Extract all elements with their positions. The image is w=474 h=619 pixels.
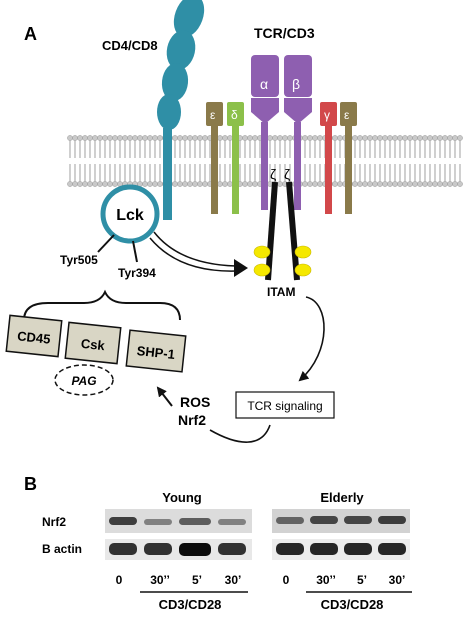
elderly-time-3: 30’ <box>389 573 406 587</box>
ros-label: ROS <box>180 394 210 410</box>
elderly-stimulus-label: CD3/CD28 <box>321 597 384 612</box>
zeta-left-symbol: ζ <box>270 166 276 182</box>
cd3-delta <box>227 102 244 214</box>
elderly-time-0: 0 <box>283 573 290 587</box>
elderly-time-1: 30’’ <box>316 573 336 587</box>
young-time-1: 30’’ <box>150 573 170 587</box>
young-label: Young <box>162 490 202 505</box>
blot-young-actin <box>105 539 252 560</box>
svg-text:Csk: Csk <box>80 336 106 353</box>
cd3-gamma <box>320 102 337 214</box>
tcr-beta-chain <box>284 55 312 210</box>
epsilon-left-symbol: ε <box>210 108 216 122</box>
signaling-to-ros-connector <box>209 424 271 443</box>
pag-ellipse <box>54 364 114 396</box>
panel-a-label: A <box>24 24 37 44</box>
cd4-cd8-label: CD4/CD8 <box>102 38 158 53</box>
tyr505-label: Tyr505 <box>60 253 98 267</box>
tcr-signaling-label: TCR signaling <box>247 399 322 413</box>
delta-symbol: δ <box>231 108 238 122</box>
tyr394-line <box>132 240 138 263</box>
cd3-epsilon-left <box>206 102 223 214</box>
elderly-time-2: 5’ <box>357 573 367 587</box>
cd3-epsilon-right <box>340 102 357 214</box>
tcr-alpha-chain <box>251 55 279 210</box>
young-time-0: 0 <box>116 573 123 587</box>
pag-label: PAG <box>71 374 96 388</box>
row-label-nrf2: Nrf2 <box>42 515 66 529</box>
itam-label: ITAM <box>267 285 295 299</box>
ros-to-regulators-arrow <box>156 386 173 407</box>
elderly-label: Elderly <box>320 490 364 505</box>
young-stimulus-label: CD3/CD28 <box>159 597 222 612</box>
young-time-2: 5’ <box>192 573 202 587</box>
bands-elderly-nrf2 <box>276 516 406 524</box>
regulator-brace <box>23 289 181 321</box>
tyr505-line <box>97 234 115 253</box>
panel-b-label: B <box>24 474 37 494</box>
tyr394-label: Tyr394 <box>118 266 156 280</box>
blot-elderly-actin <box>272 539 410 560</box>
itam-to-signaling-arrow <box>298 296 325 382</box>
zeta-chains <box>265 181 300 281</box>
young-time-3: 30’ <box>225 573 242 587</box>
lck-label: Lck <box>116 207 144 224</box>
lck-kinase <box>100 184 160 244</box>
beta-symbol: β <box>292 76 300 92</box>
row-label-actin: B actin <box>42 542 82 556</box>
nrf2-label: Nrf2 <box>178 412 206 428</box>
tcr-cd3-label: TCR/CD3 <box>254 25 315 41</box>
gamma-symbol: γ <box>324 108 330 122</box>
shp1-box: SHP-1 <box>125 329 187 373</box>
csk-box: Csk <box>64 321 122 365</box>
cd4-cd8-coreceptor <box>157 0 205 220</box>
bands-young-nrf2 <box>109 517 246 525</box>
bands-young-actin <box>109 543 246 556</box>
svg-text:SHP-1: SHP-1 <box>136 343 176 362</box>
cd45-box: CD45 <box>5 314 63 358</box>
epsilon-right-symbol: ε <box>344 108 350 122</box>
itam-phospho-spots <box>253 245 312 277</box>
bands-elderly-actin <box>276 543 406 555</box>
zeta-right-symbol: ζ <box>284 166 290 182</box>
alpha-symbol: α <box>260 76 268 92</box>
svg-text:CD45: CD45 <box>17 328 52 346</box>
lck-to-itam-arrow <box>149 231 248 277</box>
tcr-signaling-box <box>235 391 335 419</box>
